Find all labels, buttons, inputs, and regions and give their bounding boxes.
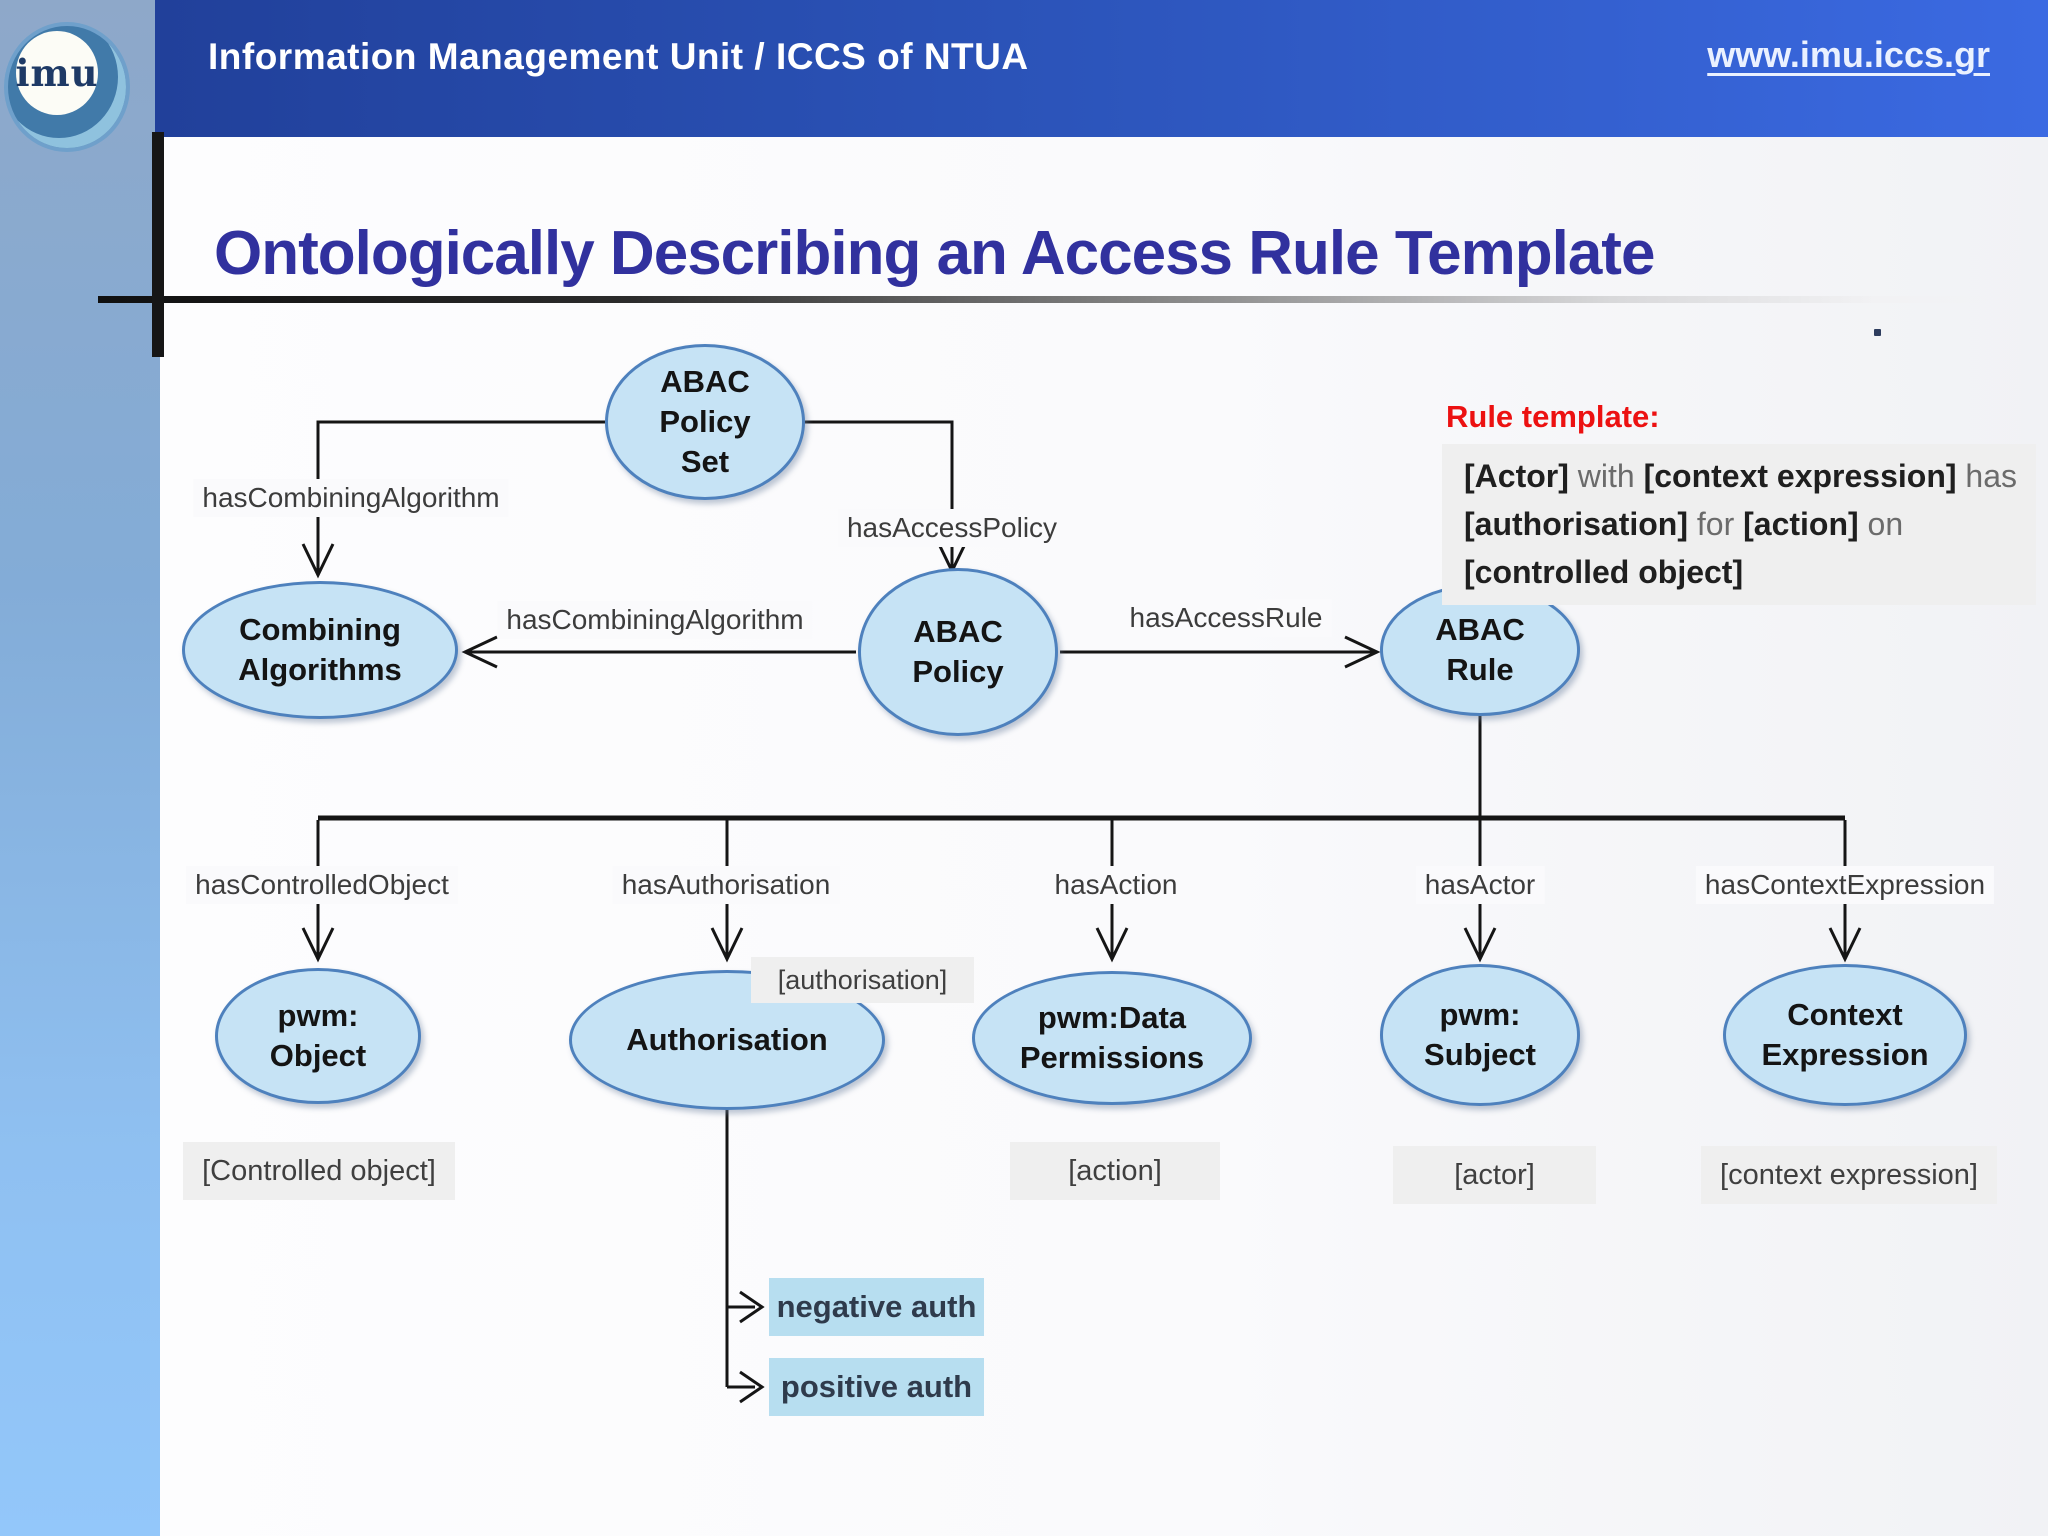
rule-filler: for xyxy=(1687,506,1744,542)
rule-template-heading: Rule template: xyxy=(1446,399,1660,434)
rule-template-line-1: [Actor] with [context expression] has xyxy=(1464,452,2036,500)
annotation-actor: [actor] xyxy=(1393,1146,1596,1204)
rule-term: [Actor] xyxy=(1464,458,1569,494)
auth-box-negative: negative auth xyxy=(769,1278,984,1336)
auth-box-positive: positive auth xyxy=(769,1358,984,1416)
rule-term: [controlled object] xyxy=(1464,554,1744,590)
rule-filler: on xyxy=(1858,506,1904,542)
edge-label-has-controlled-object: hasControlledObject xyxy=(186,866,458,904)
node-line: pwm:Data xyxy=(1037,1000,1187,1036)
arrowhead-drop-1 xyxy=(301,927,335,963)
edge-label-has-combining-algorithm-mid: hasCombiningAlgorithm xyxy=(497,601,813,639)
node-context-expression: Context Expression xyxy=(1723,964,1967,1106)
imu-logo-text: imu xyxy=(15,51,99,95)
arrowhead-negative xyxy=(739,1290,765,1324)
rule-filler: with xyxy=(1568,458,1644,494)
title-left-tick-mark xyxy=(152,132,164,357)
edge-label-has-access-policy: hasAccessPolicy xyxy=(837,509,1067,547)
edge-label-has-context-expression: hasContextExpression xyxy=(1695,866,1995,904)
imu-logo-icon: imu xyxy=(4,22,130,152)
node-line: Set xyxy=(680,443,730,479)
annotation-context-expression: [context expression] xyxy=(1701,1146,1997,1204)
node-line: Authorisation xyxy=(626,1022,828,1058)
arrowhead-down-combining xyxy=(301,543,335,579)
edge-label-has-authorisation: hasAuthorisation xyxy=(612,866,840,904)
node-line: Object xyxy=(269,1038,367,1073)
annotation-action: [action] xyxy=(1010,1142,1220,1200)
node-line: Context xyxy=(1787,997,1903,1033)
arrowhead-left-combining xyxy=(461,635,498,669)
rule-term: [action] xyxy=(1743,506,1859,542)
node-line: Combining xyxy=(239,612,401,648)
imu-logo-face: imu xyxy=(15,31,99,115)
arrowhead-drop-3 xyxy=(1095,927,1129,963)
node-line: pwm: xyxy=(1439,997,1521,1033)
header-bar xyxy=(155,0,2048,137)
page-title: Ontologically Describing an Access Rule … xyxy=(214,219,1655,288)
rule-term: [context expression] xyxy=(1643,458,1957,494)
left-sidebar-strip xyxy=(0,0,160,1536)
node-pwm-subject: pwm: Subject xyxy=(1380,964,1580,1106)
edge-policyset-combining xyxy=(316,420,605,572)
node-pwm-object: pwm: Object xyxy=(215,968,421,1104)
annotation-controlled-object: [Controlled object] xyxy=(183,1142,455,1200)
arrowhead-drop-5 xyxy=(1828,927,1862,963)
node-line: Rule xyxy=(1446,652,1514,687)
rule-template-line-2: [authorisation] for [action] on xyxy=(1464,500,2036,548)
node-line: Policy xyxy=(912,654,1004,689)
rule-template-box: [Actor] with [context expression] has [a… xyxy=(1442,444,2036,605)
node-line: ABAC xyxy=(660,364,750,400)
node-line: Policy xyxy=(659,404,751,440)
node-pwm-data-permissions: pwm:Data Permissions xyxy=(972,971,1252,1105)
edge-label-has-action: hasAction xyxy=(1045,866,1187,904)
node-abac-rule: ABAC Rule xyxy=(1380,584,1580,716)
edge-label-has-combining-algorithm-top: hasCombiningAlgorithm xyxy=(193,479,509,517)
rule-template-line-3: [controlled object] xyxy=(1464,548,2036,596)
node-line: Subject xyxy=(1424,1037,1536,1072)
node-line: ABAC xyxy=(1435,612,1525,648)
node-line: ABAC xyxy=(913,614,1003,650)
header-website-link[interactable]: www.imu.iccs.gr xyxy=(1707,34,1990,75)
node-abac-policy: ABAC Policy xyxy=(858,568,1058,736)
edge-label-has-actor: hasActor xyxy=(1415,866,1545,904)
node-abac-policy-set: ABAC Policy Set xyxy=(605,344,805,500)
node-combining-algorithms: Combining Algorithms xyxy=(182,581,458,719)
title-underline xyxy=(98,296,1990,303)
rule-term: [authorisation] xyxy=(1464,506,1688,542)
arrowhead-positive xyxy=(739,1370,765,1404)
node-line: Permissions xyxy=(1019,1040,1205,1075)
arrowhead-drop-4 xyxy=(1463,927,1497,963)
node-line: pwm: xyxy=(277,998,359,1034)
arrowhead-drop-2 xyxy=(710,927,744,963)
decoration-dot xyxy=(1874,329,1881,336)
node-line: Algorithms xyxy=(238,652,402,687)
header-organization-title: Information Management Unit / ICCS of NT… xyxy=(208,36,1029,77)
rule-filler: has xyxy=(1956,458,2018,494)
edge-label-has-access-rule: hasAccessRule xyxy=(1120,599,1332,637)
slide-background xyxy=(160,137,2048,1536)
arrowhead-right-rule xyxy=(1344,635,1381,669)
annotation-authorisation: [authorisation] xyxy=(751,957,974,1003)
node-line: Expression xyxy=(1761,1037,1929,1072)
